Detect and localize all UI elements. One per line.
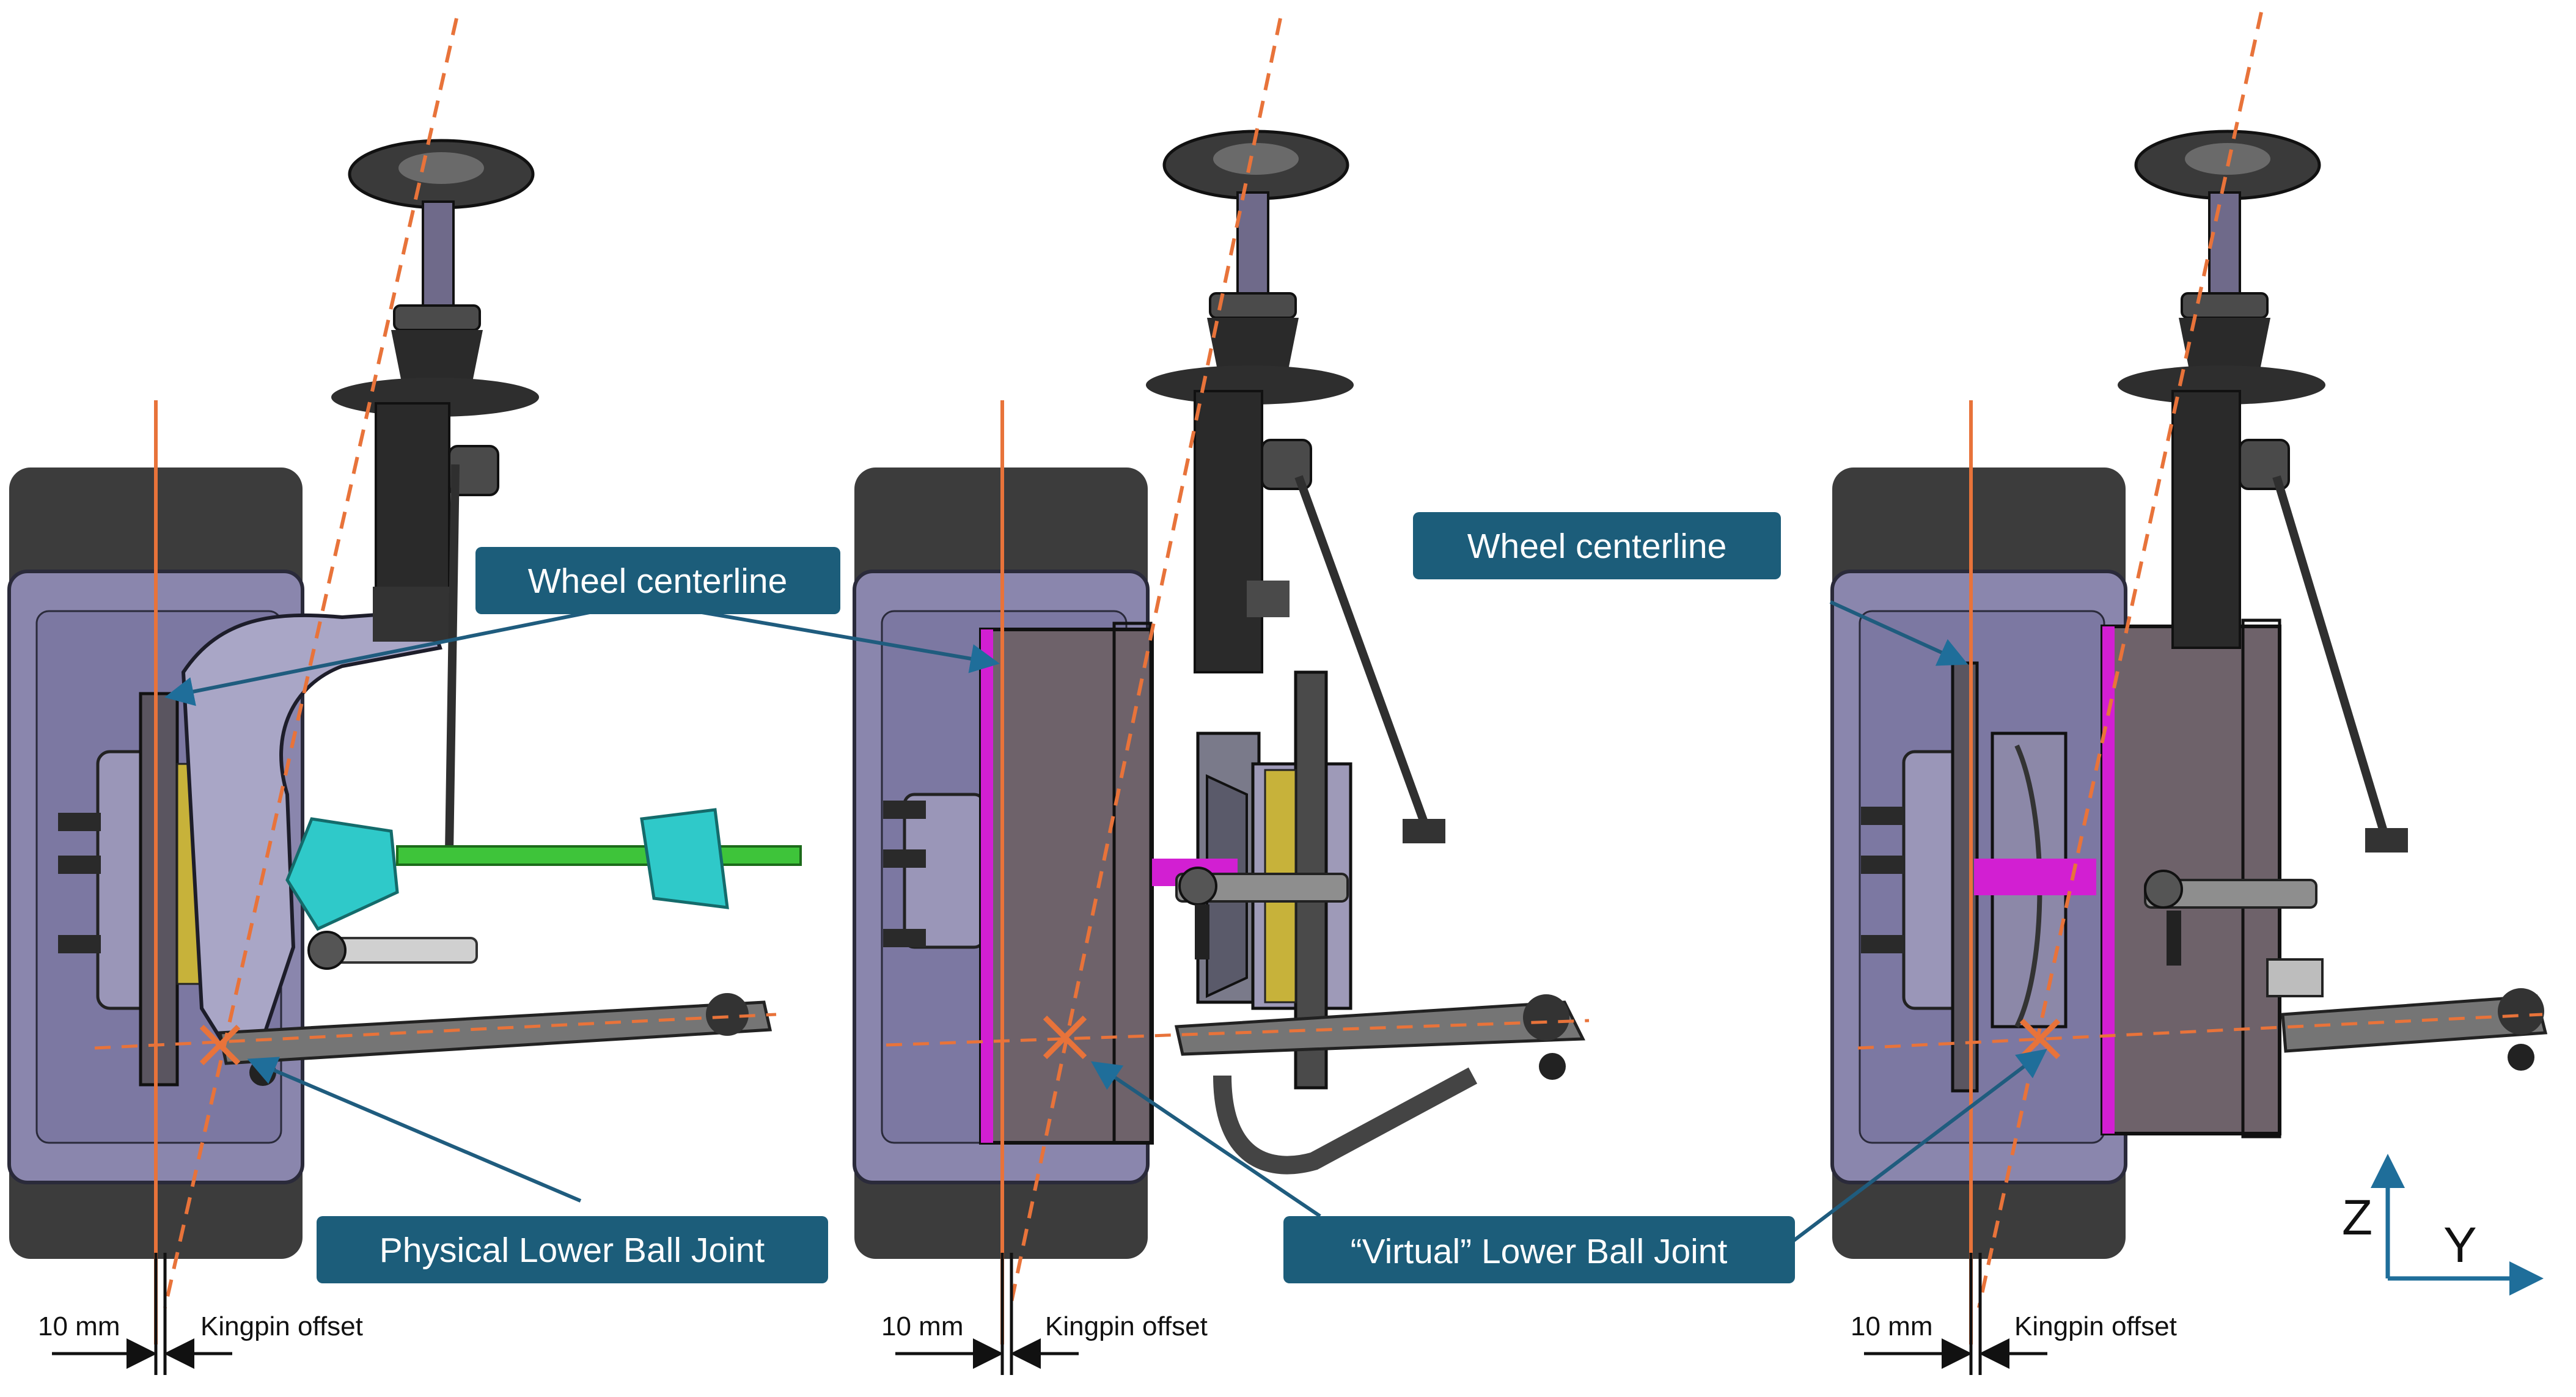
physical-lbj-marker: [199, 1024, 241, 1066]
steering-knuckle: [181, 609, 442, 1060]
kingpin-offset-label-3: Kingpin offset: [2014, 1311, 2177, 1341]
z-axis-label: Z: [2342, 1190, 2372, 1245]
lower-control-arm: [2281, 988, 2548, 1071]
offset-value-2: 10 mm: [881, 1311, 963, 1341]
callout-virtual-lbj: “Virtual” Lower Ball Joint: [1283, 1216, 1795, 1283]
kingpin-offset-label-2: Kingpin offset: [1045, 1311, 1208, 1341]
lower-control-arm: [1174, 994, 1585, 1175]
tie-rod: [307, 931, 478, 970]
strut: [2118, 130, 2325, 649]
panel-1-physical-lbj: 10 mm Kingpin offset: [7, 18, 802, 1375]
offset-dimension-3: 10 mm Kingpin offset: [1851, 1253, 2177, 1375]
coordinate-axes: Z Y: [2342, 1154, 2544, 1296]
callout-physical-lbj: Physical Lower Ball Joint: [317, 1216, 828, 1283]
callout-wheel-centerline-2: Wheel centerline: [1413, 512, 1781, 579]
kingpin-offset-label-1: Kingpin offset: [200, 1311, 363, 1341]
callout-wheel-centerline-1: Wheel centerline: [475, 547, 840, 614]
virtual-lbj-marker-1: [1043, 1015, 1087, 1060]
magenta-flange: [2102, 626, 2115, 1134]
ball-joint-bracket: [2266, 958, 2324, 997]
stabilizer-link: [445, 464, 460, 853]
strut: [1146, 130, 1354, 673]
brake-disc-hat: [979, 628, 1154, 1145]
offset-dimension-1: 10 mm Kingpin offset: [38, 1253, 363, 1375]
tie-rod: [1175, 867, 1349, 959]
magenta-part: [1974, 859, 2096, 895]
offset-value-3: 10 mm: [1851, 1311, 1932, 1341]
panel-2-virtual-lbj: 10 mm Kingpin offset: [853, 18, 1590, 1375]
kingpin-axis-3: [1977, 12, 2263, 1308]
offset-dimension-2: 10 mm Kingpin offset: [881, 1253, 1208, 1375]
y-axis-label: Y: [2443, 1217, 2477, 1273]
stabilizer-link: [1294, 475, 1428, 824]
driveshaft: [285, 808, 802, 931]
kingpin-axis-1: [163, 18, 458, 1308]
callout-physical-lbj-text: Physical Lower Ball Joint: [380, 1231, 765, 1270]
hub-assembly: [1861, 661, 2068, 1093]
kingpin-axis-2: [1008, 18, 1282, 1308]
callout-virtual-lbj-text: “Virtual” Lower Ball Joint: [1351, 1232, 1728, 1271]
callout-wheel-centerline-1-text: Wheel centerline: [528, 562, 788, 601]
lbj-horizontal-3: [1857, 1013, 2543, 1050]
lbj-horizontal-2: [886, 1019, 1590, 1047]
magenta-flange: [981, 629, 993, 1143]
callout-wheel-centerline-2-text: Wheel centerline: [1467, 527, 1727, 566]
stabilizer-link: [2272, 475, 2388, 833]
leader-lines: [164, 600, 2047, 1242]
tie-rod: [2144, 870, 2317, 966]
offset-value-1: 10 mm: [38, 1311, 120, 1341]
strut: [331, 139, 539, 642]
panel-3-virtual-lbj: 10 mm Kingpin offset: [1830, 12, 2548, 1375]
lbj-horizontal-1: [94, 1013, 777, 1050]
